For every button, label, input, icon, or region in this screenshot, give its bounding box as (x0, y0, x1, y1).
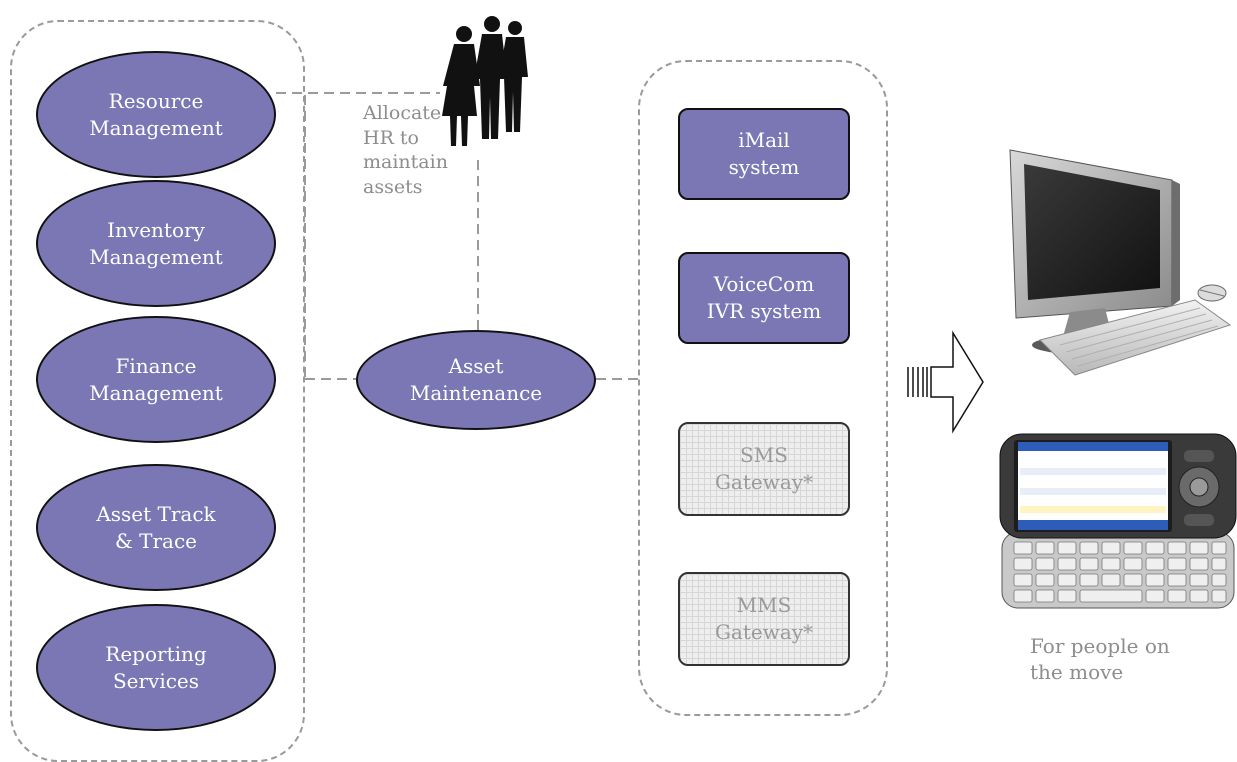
smartphone-icon (998, 432, 1237, 612)
reporting-services-node: Reporting Services (36, 604, 276, 731)
imail-system-box: iMail system (678, 108, 850, 200)
right-arrow-icon (905, 330, 985, 434)
sms-gateway-box: SMS Gateway* (678, 422, 850, 516)
business-people-icon (440, 10, 540, 150)
desktop-computer-icon (1000, 140, 1235, 390)
resource-management-node: Resource Management (36, 51, 276, 178)
left-group-box (10, 20, 305, 762)
inventory-management-node: Inventory Management (36, 180, 276, 307)
finance-management-node: Finance Management (36, 316, 276, 443)
mms-gateway-box: MMS Gateway* (678, 572, 850, 666)
asset-maintenance-node: Asset Maintenance (356, 330, 596, 430)
hr-allocation-note: Allocate HR to maintain assets (363, 102, 448, 199)
mobile-note: For people on the move (1030, 634, 1170, 684)
right-group-box (638, 60, 888, 716)
asset-track-trace-node: Asset Track & Trace (36, 464, 276, 591)
voicecom-ivr-box: VoiceCom IVR system (678, 252, 850, 344)
